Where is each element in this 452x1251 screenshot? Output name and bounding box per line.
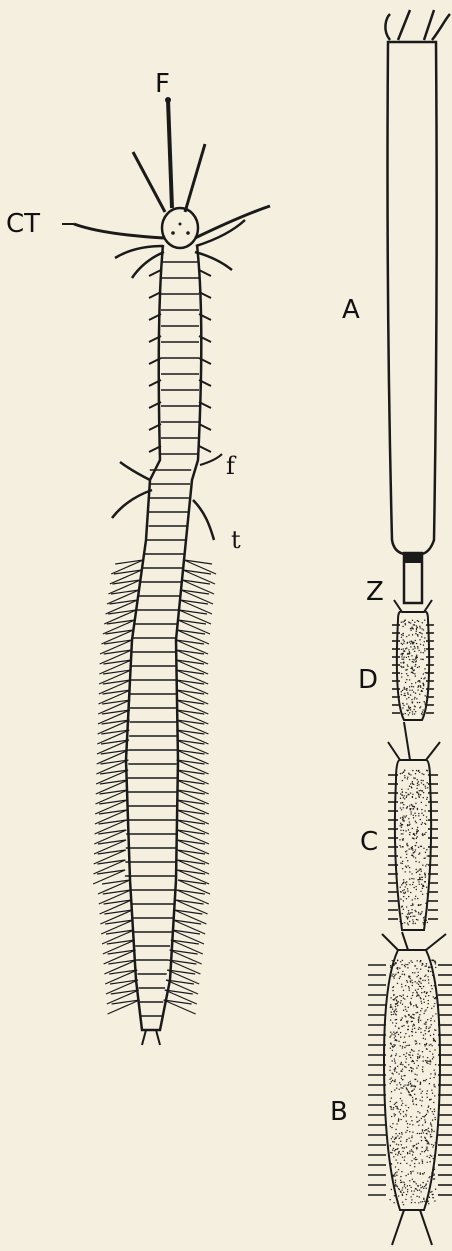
segment-A bbox=[388, 42, 437, 554]
structure-f bbox=[200, 454, 222, 465]
segment-D bbox=[397, 612, 429, 720]
label-t: t bbox=[231, 526, 241, 554]
segment-lines bbox=[125, 262, 199, 1016]
worm-head bbox=[162, 208, 198, 248]
label-D: D bbox=[358, 665, 378, 695]
label-Z: Z bbox=[366, 577, 384, 607]
label-F: F bbox=[155, 69, 170, 99]
stolon-chain-drawing: A Z D C B bbox=[330, 10, 452, 1245]
tentacular-cirri bbox=[74, 206, 270, 278]
label-B: B bbox=[330, 1097, 348, 1127]
label-f: f bbox=[226, 452, 237, 480]
head-antennae bbox=[133, 97, 205, 212]
label-C: C bbox=[360, 827, 378, 857]
stipple-dots bbox=[389, 619, 436, 1205]
label-CT: CT bbox=[6, 209, 40, 239]
label-A: A bbox=[342, 295, 360, 325]
segmented-worm-drawing: F CT f t bbox=[6, 69, 270, 1045]
structure-t bbox=[193, 500, 214, 540]
